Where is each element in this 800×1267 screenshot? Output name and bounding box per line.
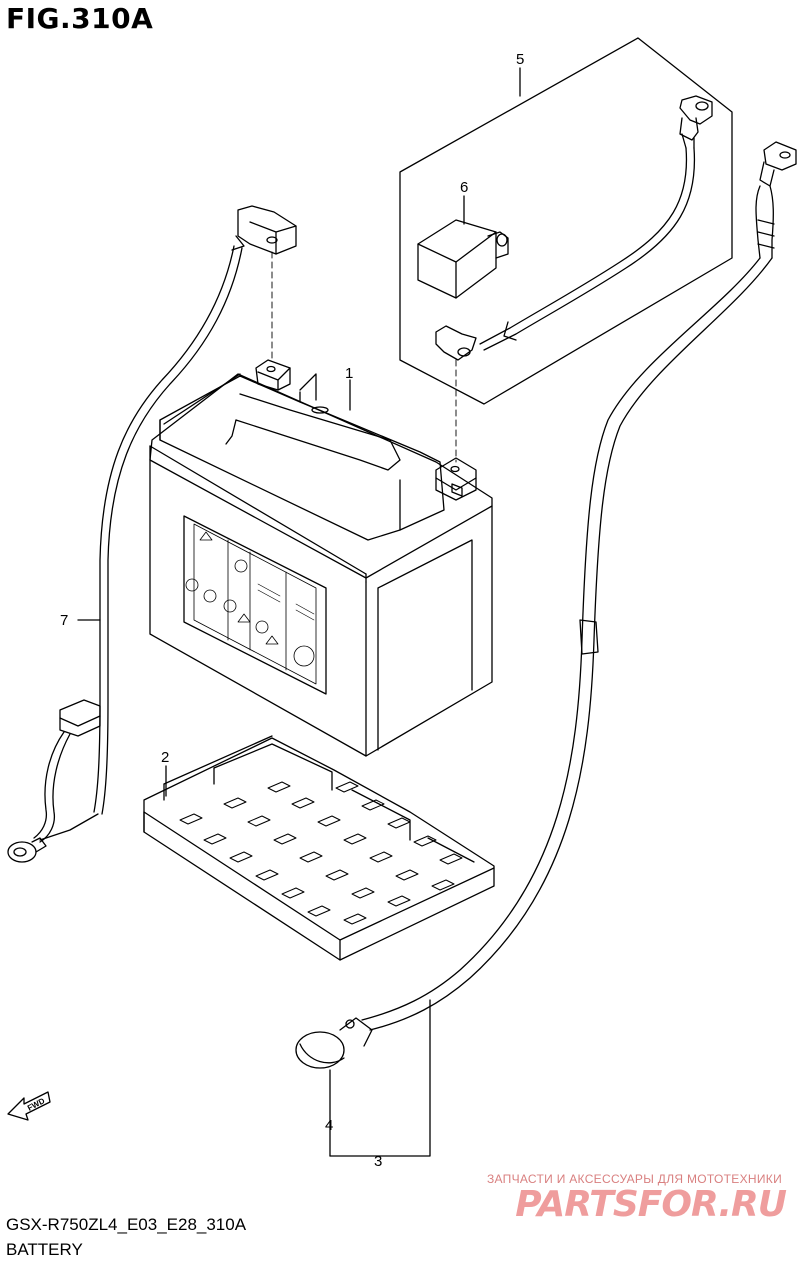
part-7-lead-wire (7, 205, 297, 863)
callout-5: 5 (516, 51, 524, 68)
callout-6: 6 (460, 179, 468, 196)
callout-7: 7 (60, 612, 68, 629)
fwd-arrow (7, 1091, 51, 1121)
callout-3: 3 (374, 1153, 382, 1170)
part-2-battery-tray (143, 735, 495, 961)
part-3-battery-cable (295, 141, 797, 1069)
part-6-cover (417, 219, 509, 299)
part-5-group-frame (399, 37, 733, 405)
footer-part-name: BATTERY (6, 1240, 83, 1259)
part-5-cable (435, 95, 713, 361)
footer-model-code: GSX-R750ZL4_E03_E28_310A (6, 1215, 247, 1234)
figure-title: FIG.310A (6, 2, 154, 35)
watermark-logo: PARTSFOR.RU (515, 1184, 787, 1225)
watermark-tagline: ЗАПЧАСТИ И АКСЕССУАРЫ ДЛЯ МОТОТЕХНИКИ (486, 1172, 782, 1186)
callout-2: 2 (161, 749, 169, 766)
callout-4: 4 (325, 1117, 333, 1134)
part-1-battery (149, 359, 493, 757)
callout-1: 1 (345, 365, 353, 382)
